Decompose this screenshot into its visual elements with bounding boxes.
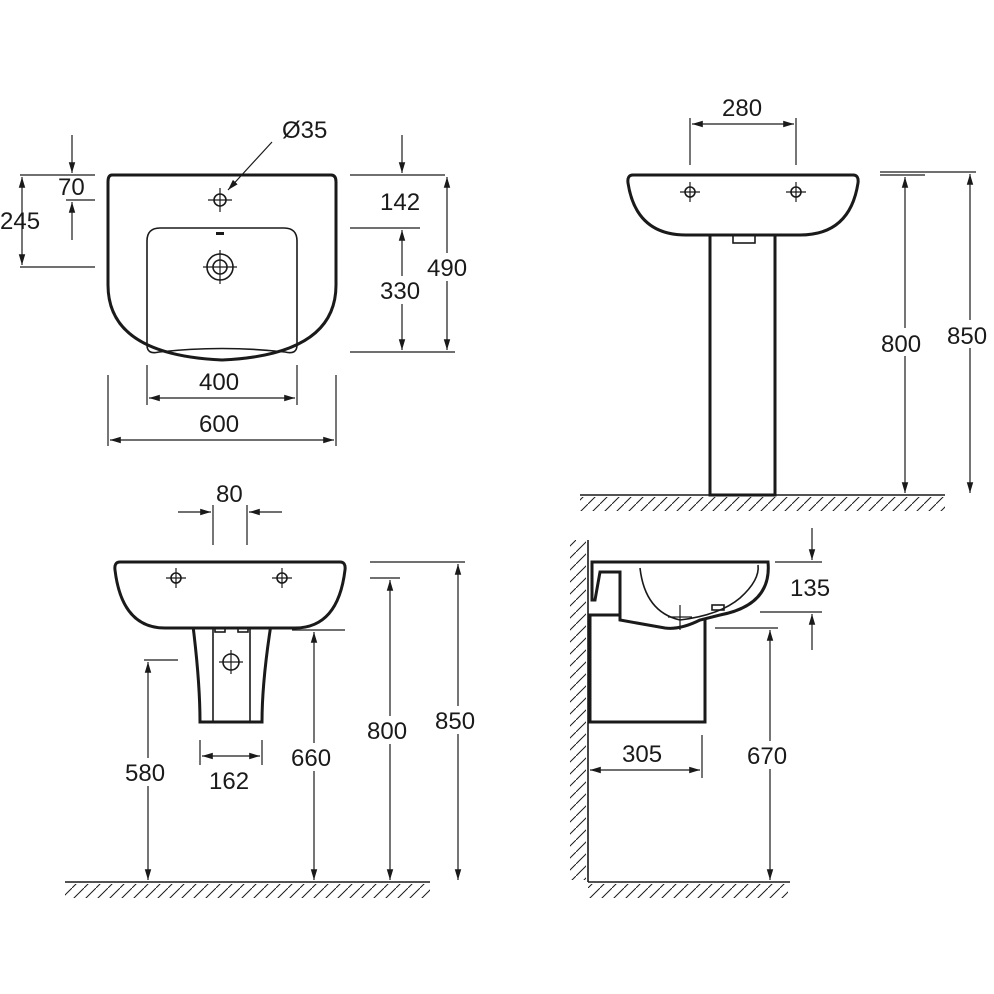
tap-hole-icon: [680, 182, 700, 202]
drain-icon: [203, 232, 237, 284]
tap-hole-icon: [166, 568, 186, 588]
bowl-outline: [146, 227, 298, 354]
dim-bowl-from-edge: 142: [380, 189, 420, 216]
basin-top-view: Ø35 70 245 142 330 490 400 600: [0, 117, 475, 446]
pedestal: [708, 228, 777, 497]
dim-tap-spacing: 280: [722, 95, 762, 122]
basin-outline: [113, 560, 347, 630]
floor-hatching: [588, 884, 788, 898]
dim-projection: 305: [622, 741, 662, 768]
dim-bowl-width: 400: [199, 369, 239, 396]
tap-hole-icon: [272, 568, 292, 588]
dim-drain-height: 580: [125, 760, 165, 787]
drain-icon: [219, 650, 243, 674]
dim-rim-height: 800: [881, 331, 921, 358]
dim-rim-height: 800: [367, 718, 407, 745]
dim-pedestal-width: 162: [209, 768, 249, 795]
basin-outline: [626, 173, 860, 237]
floor-hatching: [65, 884, 430, 898]
dim-basin-depth: 135: [790, 575, 830, 602]
dim-tap-hole-diameter: Ø35: [282, 117, 327, 144]
wall-hatching: [570, 540, 586, 880]
dim-bowl-depth: 330: [380, 278, 420, 305]
dim-total-height: 850: [947, 323, 987, 350]
semi-pedestal: [588, 613, 707, 724]
basin-semi-pedestal-side-view: 135 305 670: [570, 528, 830, 898]
dim-drain-from-edge: 245: [0, 208, 40, 235]
basin-pedestal-front-view: 280 800 850: [580, 95, 994, 511]
basin-profile: [590, 560, 770, 630]
floor-hatching: [580, 497, 945, 511]
tap-hole-icon: [208, 188, 232, 212]
dim-tap-offset: 80: [216, 481, 243, 508]
basin-semi-pedestal-front-view: 80 580 162 660 800 850: [65, 481, 484, 898]
dim-total-height: 850: [435, 708, 475, 735]
dim-underside-height: 670: [747, 743, 787, 770]
dim-tap-from-edge: 70: [58, 174, 85, 201]
dim-total-width: 600: [199, 411, 239, 438]
dim-total-depth: 490: [427, 255, 467, 282]
tap-hole-icon: [786, 182, 806, 202]
dim-pedestal-bottom-height: 660: [291, 745, 331, 772]
